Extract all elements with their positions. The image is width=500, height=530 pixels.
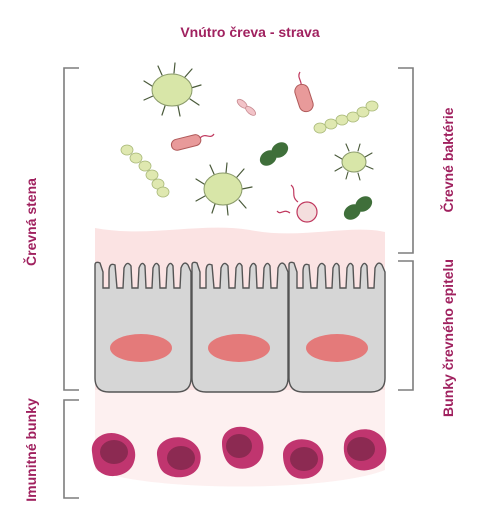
spiky-bacterium — [334, 143, 374, 181]
cell-nucleus — [306, 334, 368, 362]
epithelial-cell — [94, 261, 192, 393]
immune-cell — [222, 426, 264, 469]
flagellated-bacterium — [276, 184, 318, 223]
dark-green-bacterium — [259, 142, 289, 166]
flagellated-bacterium — [294, 71, 314, 113]
spiky-bacterium — [195, 162, 253, 216]
bacteria-bracket — [398, 67, 414, 254]
cell-nucleus — [208, 334, 270, 362]
gut-wall-bracket — [63, 67, 79, 391]
cell-nucleus — [110, 334, 172, 362]
bacteria-chain — [120, 144, 170, 198]
gut-bacteria-label: Črevné baktérie — [439, 107, 456, 212]
epithelial-cells-label: Bunky črevného epitelu — [440, 259, 456, 417]
immune-cells-bracket — [63, 399, 79, 499]
immune-cell — [343, 429, 387, 471]
immune-cells-label: Imunitné bunky — [23, 398, 39, 502]
flagellated-bacterium — [170, 133, 215, 151]
epithelial-bracket — [398, 260, 414, 391]
epithelial-cell — [288, 261, 386, 393]
gut-wall-label: Črevná stena — [22, 178, 39, 266]
spiky-bacterium — [143, 62, 202, 117]
immune-cell — [91, 432, 136, 477]
epithelial-cell — [191, 261, 289, 393]
dark-green-bacterium — [343, 196, 373, 220]
immune-cell — [156, 437, 201, 478]
page-title: Vnútro čreva - strava — [180, 24, 319, 40]
pink-bacterium — [236, 98, 256, 116]
bacteria-chain — [313, 100, 379, 134]
immune-cell — [283, 439, 324, 479]
